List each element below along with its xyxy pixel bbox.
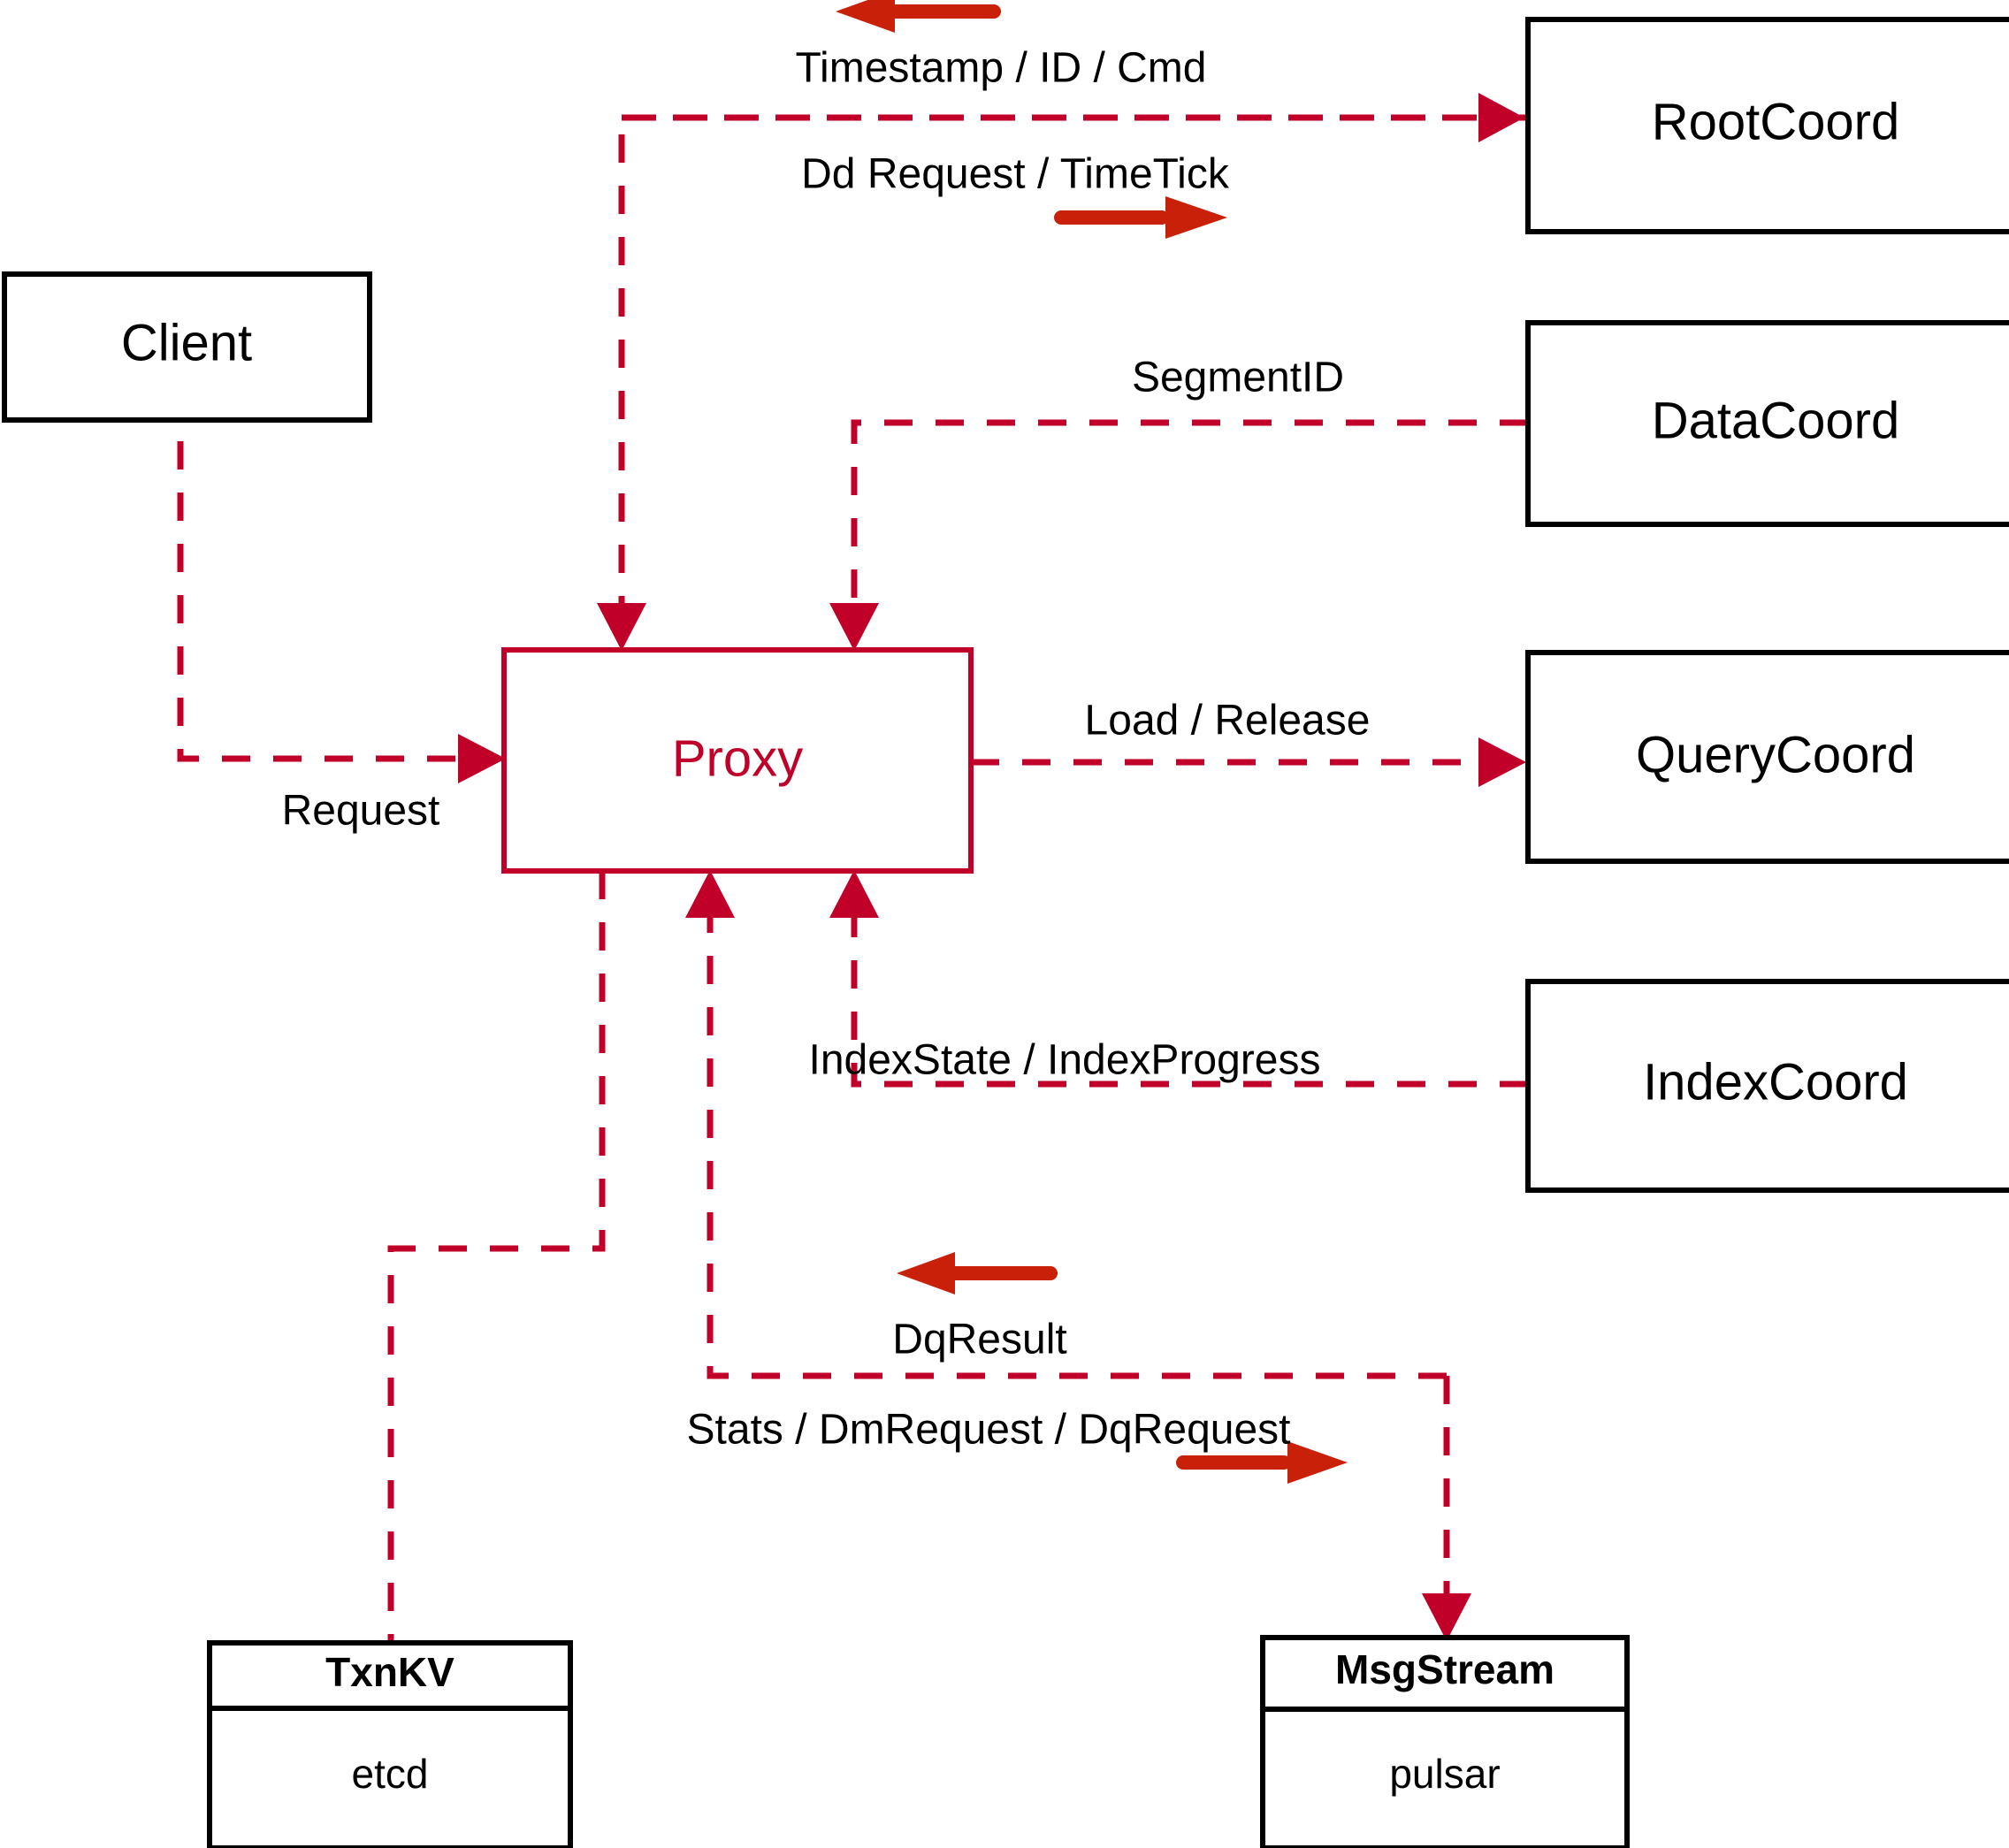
node-indexcoord-box[interactable] <box>1525 979 2009 1193</box>
arrowhead-into-rootcoord <box>1478 93 1524 142</box>
arrowhead-into-proxy-bottom-right <box>829 870 879 918</box>
node-querycoord-box[interactable] <box>1525 650 2009 864</box>
deco-arrow-dqresult-left <box>897 1252 1058 1294</box>
deco-arrow-ddrequest-right <box>1054 196 1227 239</box>
node-client-box[interactable] <box>2 271 372 423</box>
node-msgstream-body: pulsar <box>1389 1751 1500 1797</box>
edge-indexcoord-to-proxy-line <box>851 886 1528 1088</box>
node-msgstream-box[interactable] <box>1260 1635 1630 1848</box>
edge-label-load-release: Load / Release <box>1085 698 1371 745</box>
arrowhead-into-proxy-bottom-mid <box>685 870 735 918</box>
edge-label-timestamp-id-cmd: Timestamp / ID / Cmd <box>796 45 1207 92</box>
node-txnkv-box[interactable] <box>207 1640 573 1848</box>
edge-label-segment-id: SegmentID <box>1132 355 1344 401</box>
arrowhead-into-proxy-top-right <box>829 603 879 651</box>
deco-arrow-stats-right <box>1176 1441 1348 1484</box>
node-datacoord-box[interactable] <box>1525 320 2009 527</box>
node-rootcoord-label: RootCoord <box>1652 93 1899 150</box>
edge-client-to-proxy-line <box>177 287 485 762</box>
node-querycoord-label: QueryCoord <box>1636 726 1915 783</box>
edge-datacoord-to-proxy-line <box>851 419 1528 635</box>
node-proxy-label: Proxy <box>672 729 803 787</box>
edge-label-dd-request-timetick: Dd Request / TimeTick <box>801 151 1230 198</box>
arrowhead-into-proxy-left <box>458 734 506 783</box>
arrowhead-into-msgstream <box>1422 1593 1471 1641</box>
arrowhead-into-proxy-top-left <box>597 603 646 651</box>
edge-label-index-state-progress: IndexState / IndexProgress <box>809 1037 1321 1084</box>
node-rootcoord-box[interactable] <box>1525 17 2009 234</box>
edge-label-dq-result: DqResult <box>892 1317 1066 1363</box>
node-txnkv-header: TxnKV <box>325 1649 455 1695</box>
edge-msgstream-to-proxy-line <box>707 886 1447 1379</box>
node-txnkv-body: etcd <box>352 1751 429 1797</box>
node-indexcoord-label: IndexCoord <box>1643 1053 1908 1111</box>
node-datacoord-label: DataCoord <box>1652 392 1899 449</box>
edge-proxy-to-txnkv-line <box>387 871 606 1662</box>
node-msgstream-header: MsgStream <box>1335 1646 1554 1692</box>
node-proxy-box[interactable] <box>501 647 974 874</box>
edge-label-stats-dm-dq-request: Stats / DmRequest / DqRequest <box>687 1407 1291 1454</box>
arrowhead-into-querycoord <box>1478 737 1526 787</box>
edge-rootcoord-to-proxy-line <box>618 114 1528 635</box>
node-client-label: Client <box>121 314 252 371</box>
edge-label-request: Request <box>282 788 440 835</box>
deco-arrow-timestamp-left <box>836 0 1001 33</box>
